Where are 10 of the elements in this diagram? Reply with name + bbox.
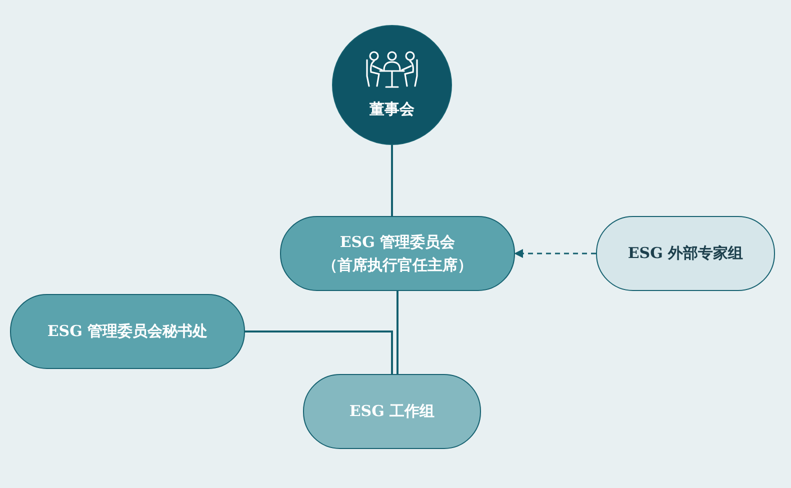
node-title: ESG 管理委员会秘书处 xyxy=(47,321,208,342)
node-title: ESG 外部专家组 xyxy=(628,243,744,264)
connector-line xyxy=(245,330,393,374)
node-title: ESG 工作组 xyxy=(349,401,435,422)
board-label: 董事会 xyxy=(370,98,414,120)
connector-line xyxy=(391,145,393,216)
arrow xyxy=(514,249,596,258)
node-subtitle: （首席执行官任主席） xyxy=(322,254,472,276)
node-title: ESG 管理委员会 xyxy=(340,232,456,253)
connector-line xyxy=(396,291,398,374)
